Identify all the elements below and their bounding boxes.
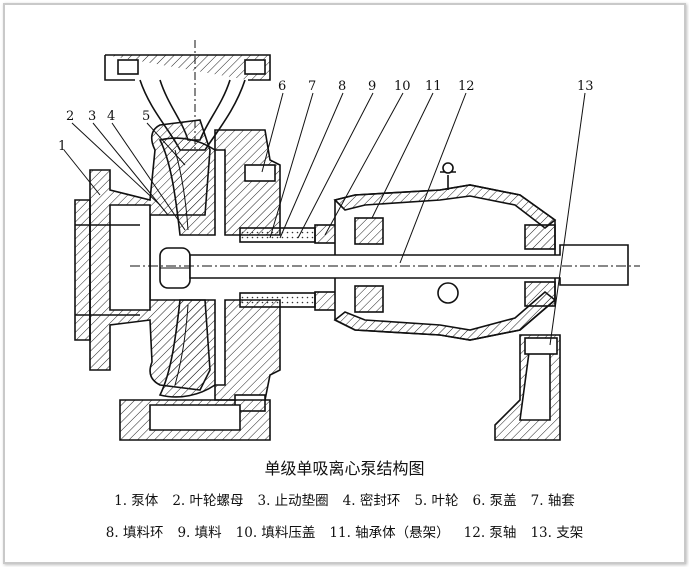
legend-item: 3. 止动垫圈 [257, 493, 329, 509]
support-bracket [494, 334, 561, 441]
figure-caption: 单级单吸离心泵结构图 [264, 459, 425, 478]
callout-8: 8 [338, 79, 346, 94]
leader-lines [63, 92, 586, 346]
legend-item: 6. 泵盖 [472, 493, 517, 509]
legend-item: 10. 填料压盖 [235, 525, 316, 541]
discharge-nozzle [104, 40, 271, 151]
callout-9: 9 [368, 79, 376, 94]
legend-item: 1. 泵体 [114, 493, 159, 509]
legend-item: 4. 密封环 [342, 493, 401, 509]
callout-10: 10 [394, 79, 411, 94]
callout-2: 2 [66, 109, 74, 124]
legend-item: 9. 填料 [177, 525, 222, 541]
callout-5: 5 [142, 109, 150, 124]
pump-shaft [130, 244, 640, 286]
callout-1: 1 [58, 139, 66, 154]
bearing-housing [333, 162, 557, 341]
callout-13: 13 [577, 79, 594, 94]
legend-item: 13. 支架 [530, 525, 584, 541]
legend-item: 2. 叶轮螺母 [172, 493, 244, 509]
legend-item: 12. 泵轴 [463, 525, 517, 541]
callout-7: 7 [308, 79, 316, 94]
callout-11: 11 [425, 79, 442, 94]
callout-12: 12 [458, 79, 475, 94]
legend-row-2: 8. 填料环 9. 填料 10. 填料压盖 11. 轴承体（悬架） 12. 泵轴… [0, 521, 689, 541]
impeller-nut [159, 247, 191, 289]
legend-item: 5. 叶轮 [414, 493, 459, 509]
legend-item: 7. 轴套 [530, 493, 575, 509]
legend-row-1: 1. 泵体 2. 叶轮螺母 3. 止动垫圈 4. 密封环 5. 叶轮 6. 泵盖… [0, 489, 689, 509]
legend-item: 8. 填料环 [105, 525, 164, 541]
callout-4: 4 [107, 109, 115, 124]
impeller [158, 137, 216, 398]
callout-3: 3 [88, 109, 96, 124]
callout-labels: 1 2 3 4 5 6 7 8 9 10 11 12 13 [58, 79, 594, 154]
pump-foot [119, 399, 271, 441]
callout-6: 6 [278, 79, 286, 94]
suction-inlet [74, 199, 140, 341]
legend-item: 11. 轴承体（悬架） [329, 525, 450, 541]
